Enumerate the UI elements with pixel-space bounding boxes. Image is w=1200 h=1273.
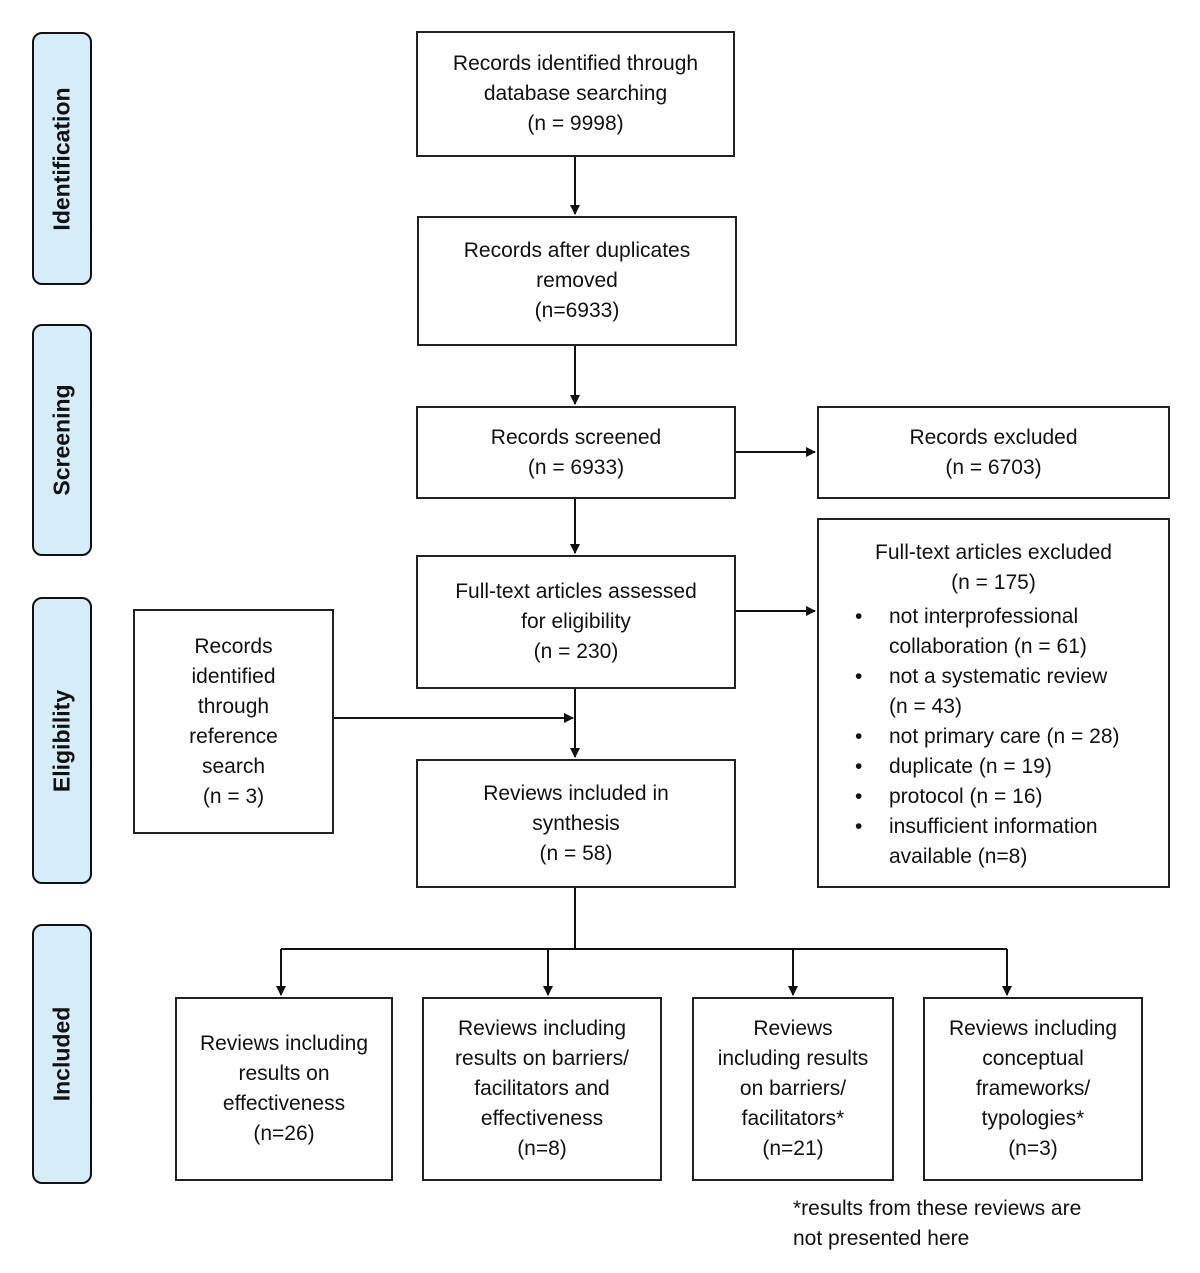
excluded-heading: Full-text articles excluded (n = 175) [839, 538, 1148, 598]
reason-line: collaboration (n = 61) [889, 635, 1087, 658]
stage-screening: Screening [32, 324, 92, 556]
exclusion-reason: not primary care (n = 28) [855, 722, 1148, 752]
box-line: (n=6933) [534, 299, 620, 322]
excluded-title: Full-text articles excluded [875, 541, 1112, 564]
box-records-excluded: Records excluded (n = 6703) [817, 406, 1170, 499]
stage-identification: Identification [32, 32, 92, 285]
box-line: search [201, 754, 266, 778]
box-line: Full-text articles assessed [455, 580, 697, 603]
footnote-line: *results from these reviews are [793, 1197, 1082, 1220]
exclusion-reason: protocol (n = 16) [855, 782, 1148, 812]
box-line: Records identified through [452, 52, 699, 75]
exclusion-reasons-list: not interprofessional collaboration (n =… [855, 602, 1148, 872]
box-records-screened: Records screened (n = 6933) [416, 406, 736, 499]
box-line: facilitators and [474, 1077, 610, 1100]
box-line: results on [238, 1062, 330, 1085]
box-line: Records [194, 634, 273, 658]
box-line: conceptual [982, 1047, 1084, 1070]
box-line: including results [717, 1047, 869, 1070]
box-line: Records after duplicates [463, 239, 691, 262]
reason-line: (n = 43) [889, 695, 962, 718]
box-line: Reviews including [948, 1017, 1118, 1040]
box-line: Records excluded [909, 425, 1078, 449]
reason-line: duplicate (n = 19) [889, 755, 1052, 778]
exclusion-reason: not interprofessional collaboration (n =… [855, 602, 1148, 662]
box-line: synthesis [532, 811, 620, 835]
box-line: (n=21) [762, 1137, 824, 1160]
box-line: frameworks/ [975, 1077, 1091, 1100]
reason-line: protocol (n = 16) [889, 785, 1043, 808]
box-line: Reviews including [199, 1032, 369, 1055]
reason-line: not a systematic review [889, 665, 1108, 688]
stage-eligibility: Eligibility [32, 597, 92, 884]
box-line: Records screened [490, 425, 662, 449]
box-line: effectiveness [480, 1107, 604, 1130]
reason-line: insufficient information [889, 815, 1098, 838]
stage-included: Included [32, 924, 92, 1184]
excluded-count: (n = 175) [951, 571, 1036, 594]
reason-line: available (n=8) [889, 845, 1028, 868]
box-line: database searching [483, 82, 668, 105]
box-reviews-barriers: Reviews including results on barriers/ f… [692, 997, 894, 1181]
box-line: (n = 6703) [945, 455, 1042, 479]
exclusion-reason: duplicate (n = 19) [855, 752, 1148, 782]
box-reviews-effectiveness: Reviews including results on effectivene… [175, 997, 393, 1181]
exclusion-reason: insufficient information available (n=8) [855, 812, 1148, 872]
box-reviews-included-synthesis: Reviews included in synthesis (n = 58) [416, 759, 736, 888]
box-reference-search: Records identified through reference sea… [133, 609, 334, 834]
box-line: through [197, 694, 270, 718]
box-line: on barriers/ [739, 1077, 847, 1100]
box-line: typologies* [981, 1107, 1085, 1130]
box-line: (n = 3) [202, 784, 265, 808]
box-line: (n=26) [253, 1122, 315, 1145]
box-line: (n = 6933) [527, 455, 625, 479]
exclusion-reason: not a systematic review (n = 43) [855, 662, 1148, 722]
box-line: Reviews including [457, 1017, 627, 1040]
box-fulltext-excluded: Full-text articles excluded (n = 175) no… [817, 518, 1170, 888]
footnote-line: not presented here [793, 1227, 970, 1250]
box-line: identified [191, 664, 276, 688]
box-line: Reviews [753, 1017, 833, 1040]
box-line: (n = 58) [539, 841, 613, 865]
box-line: (n=8) [517, 1137, 567, 1160]
box-reviews-barriers-effectiveness: Reviews including results on barriers/ f… [422, 997, 662, 1181]
footnote: *results from these reviews are not pres… [793, 1194, 1081, 1254]
box-line: (n=3) [1008, 1137, 1058, 1160]
box-line: facilitators* [741, 1107, 845, 1130]
box-line: results on barriers/ [455, 1047, 629, 1070]
box-line: Reviews included in [483, 781, 669, 805]
box-line: effectiveness [222, 1092, 346, 1115]
box-line: for eligibility [521, 610, 631, 633]
reason-line: not interprofessional [889, 605, 1079, 628]
box-records-identified-database: Records identified through database sear… [416, 31, 735, 157]
box-line: (n = 9998) [527, 112, 624, 135]
reason-line: not primary care (n = 28) [889, 725, 1120, 748]
box-line: (n = 230) [533, 640, 619, 663]
box-reviews-frameworks: Reviews including conceptual frameworks/… [923, 997, 1143, 1181]
box-records-after-duplicates: Records after duplicates removed (n=6933… [417, 216, 737, 346]
box-fulltext-assessed: Full-text articles assessed for eligibil… [416, 555, 736, 689]
box-line: removed [536, 269, 618, 292]
box-line: reference [189, 724, 278, 748]
